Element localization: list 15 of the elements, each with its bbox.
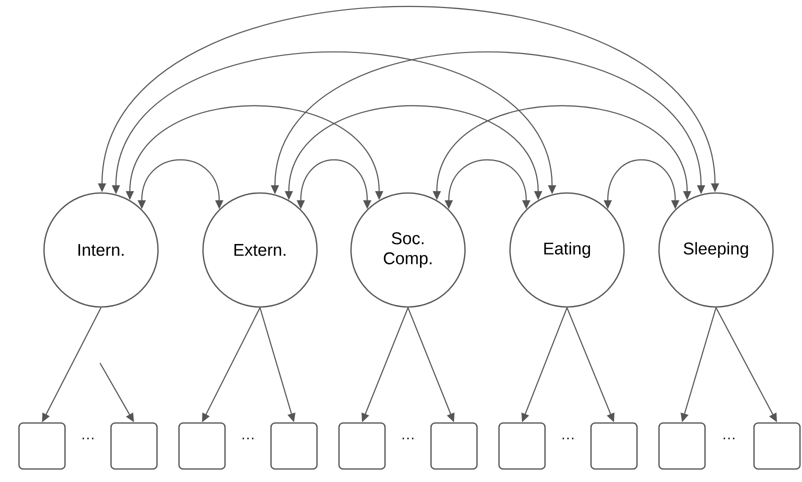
ellipsis: ··· bbox=[82, 438, 94, 440]
ellipsis: ··· bbox=[242, 438, 254, 440]
indicator-square bbox=[270, 422, 318, 470]
indicator-square bbox=[18, 422, 66, 470]
indicator-square bbox=[110, 422, 158, 470]
indicator-square bbox=[753, 422, 801, 470]
indicator-square bbox=[430, 422, 478, 470]
indicator-square bbox=[338, 422, 386, 470]
ellipsis: ··· bbox=[562, 438, 574, 440]
indicator-square bbox=[178, 422, 226, 470]
indicator-square bbox=[498, 422, 546, 470]
ellipsis: ··· bbox=[402, 438, 414, 440]
indicator-square bbox=[590, 422, 638, 470]
ellipsis: ··· bbox=[724, 438, 734, 440]
indicator-square bbox=[658, 422, 706, 470]
